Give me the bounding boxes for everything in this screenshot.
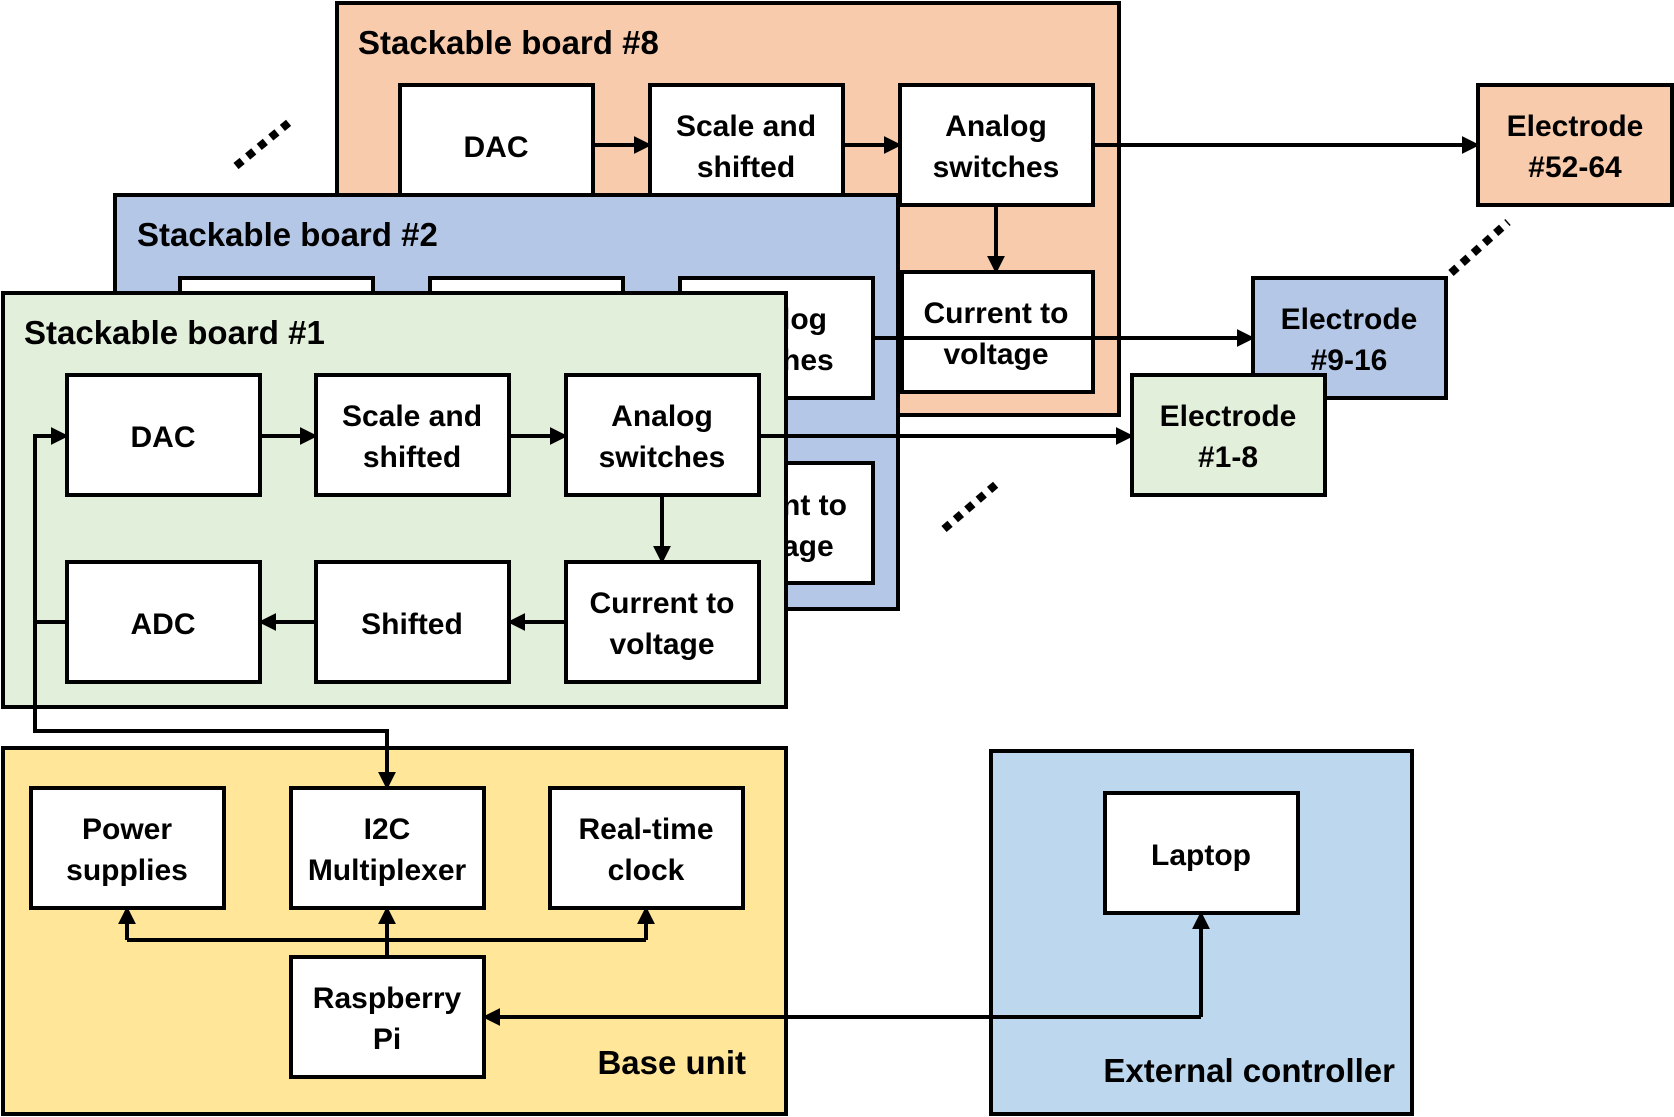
board-1-switches-label-2: switches — [599, 441, 726, 474]
real-time-clock-label-1: Real-time — [578, 813, 713, 846]
base-unit-title: Base unit — [597, 1044, 746, 1081]
board-8-switches-block: Analog switches — [898, 83, 1095, 207]
electrode-52-64: Electrode #52-64 — [1476, 83, 1674, 207]
external-controller: External controller Laptop — [989, 749, 1414, 1116]
board-8-dac-label: DAC — [464, 131, 529, 164]
raspberry-pi-block: Raspberry Pi — [289, 955, 486, 1079]
board-1-scale-block: Scale and shifted — [314, 373, 511, 497]
board-1-shifted-block: Shifted — [314, 560, 511, 684]
board-8-title: Stackable board #8 — [358, 24, 659, 61]
base-unit: Base unit Power supplies I2C Multiplexer… — [1, 746, 788, 1116]
board-8-dac-block: DAC — [398, 83, 595, 207]
electrode-9-16-label-2: #9-16 — [1311, 344, 1388, 377]
board-to-i2c-multiplexer-wire — [33, 622, 396, 790]
board-1-scale-label-1: Scale and — [342, 400, 482, 433]
board-1-current-label-1: Current to — [590, 587, 735, 620]
board-2-switches-partial-label-1: log — [782, 303, 827, 336]
i2c-multiplexer-label-1: I2C — [364, 813, 411, 846]
electrode-52-64-label-1: Electrode — [1507, 110, 1644, 143]
external-controller-title: External controller — [1103, 1052, 1395, 1089]
electrode-52-64-label-2: #52-64 — [1528, 151, 1622, 184]
board-1-dac-block: DAC — [65, 373, 262, 497]
board-2-switches-partial-label-2: hes — [782, 344, 834, 377]
board-8-scale-block: Scale and shifted — [648, 83, 845, 207]
electrode-1-8-label-1: Electrode — [1160, 400, 1297, 433]
power-supplies-label-2: supplies — [66, 854, 188, 887]
board-1-current-block: Current to voltage — [564, 560, 761, 684]
board-1-current-label-2: voltage — [609, 628, 714, 661]
board-8-scale-label-2: shifted — [697, 151, 795, 184]
laptop-block: Laptop — [1103, 791, 1300, 915]
board-8-current-block: Current to voltage — [900, 270, 1095, 394]
raspberry-pi-label-2: Pi — [373, 1023, 401, 1056]
board-8-scale-label-1: Scale and — [676, 110, 816, 143]
stack-ellipsis-top — [233, 116, 295, 170]
real-time-clock-label-2: clock — [608, 854, 685, 887]
board-1-switches-block: Analog switches — [564, 373, 761, 497]
raspberry-pi-label-1: Raspberry — [313, 982, 462, 1015]
board-8-switches-label-2: switches — [933, 151, 1060, 184]
board-8-switches-label-1: Analog — [945, 110, 1047, 143]
electrode-9-16-label-1: Electrode — [1281, 303, 1418, 336]
power-supplies-block: Power supplies — [29, 786, 226, 910]
board-1-dac-label: DAC — [131, 421, 196, 454]
electrode-1-8-label-2: #1-8 — [1198, 441, 1258, 474]
electrode-ellipsis — [1448, 219, 1511, 276]
board-1-switches-label-1: Analog — [611, 400, 713, 433]
board-1-title: Stackable board #1 — [24, 314, 325, 351]
power-supplies-label-1: Power — [82, 813, 172, 846]
real-time-clock-block: Real-time clock — [548, 786, 745, 910]
board-1-adc-block: ADC — [65, 560, 262, 684]
electrode-1-8: Electrode #1-8 — [1130, 373, 1327, 497]
board-2-current-partial-label-2: age — [782, 530, 834, 563]
board-1-shifted-label: Shifted — [361, 608, 463, 641]
board-2-title: Stackable board #2 — [137, 216, 438, 253]
board-1-adc-label: ADC — [131, 608, 196, 641]
laptop-label: Laptop — [1151, 839, 1251, 872]
stack-ellipsis-bottom — [941, 477, 1003, 533]
board-1-scale-label-2: shifted — [363, 441, 461, 474]
board-2-current-partial-label-1: nt to — [782, 489, 847, 522]
i2c-multiplexer-block: I2C Multiplexer — [289, 786, 486, 910]
board-8-current-label-2: voltage — [943, 338, 1048, 371]
adc-to-dac-loop-wire — [33, 427, 69, 624]
board-8-current-label-1: Current to — [924, 297, 1069, 330]
stackable-board-1: Stackable board #1 DAC Scale and shifted… — [1, 291, 788, 709]
i2c-multiplexer-label-2: Multiplexer — [308, 854, 467, 887]
